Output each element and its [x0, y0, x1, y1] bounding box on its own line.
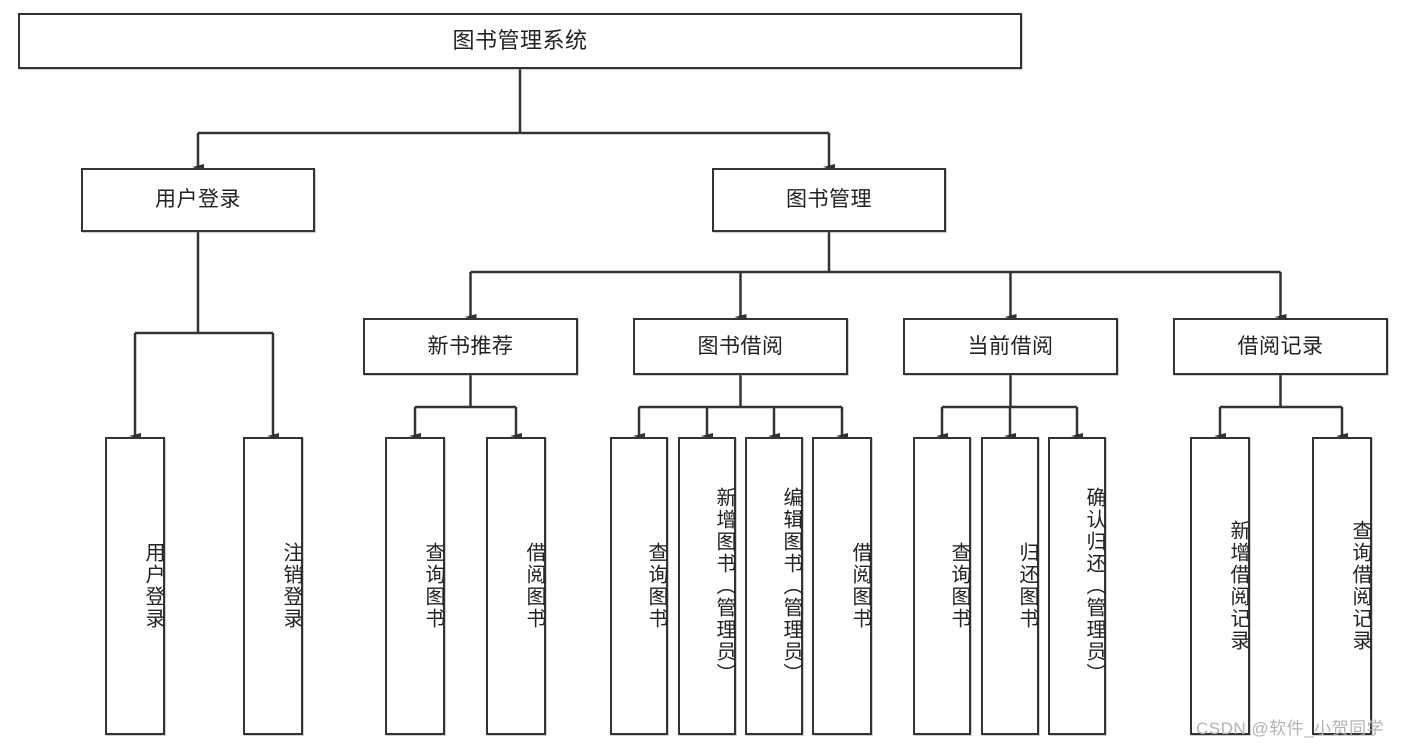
node-label: 新书推荐 — [427, 334, 514, 358]
node-leaf-bb-edit: 编辑图书（管理员） — [745, 437, 803, 735]
node-borrowrecord: 借阅记录 — [1173, 318, 1388, 375]
node-leaf-cb-query: 查询图书 — [913, 437, 971, 735]
node-login: 用户登录 — [81, 168, 315, 232]
node-leaf-bb-add: 新增图书（管理员） — [678, 437, 736, 735]
node-leaf-bb-query: 查询图书 — [610, 437, 668, 735]
node-label: 查询图书 — [422, 542, 444, 630]
csdn-watermark: CSDN @软件_小贺同学 — [1196, 719, 1385, 738]
node-leaf-cb-return: 归还图书 — [981, 437, 1039, 735]
node-label: 查询图书 — [645, 542, 667, 630]
node-label: 编辑图书（管理员） — [780, 487, 802, 685]
node-label: 新增借阅记录 — [1227, 520, 1249, 652]
node-leaf-user-logout: 注销登录 — [243, 437, 303, 735]
node-leaf-br-query: 查询借阅记录 — [1312, 437, 1372, 735]
node-leaf-bb-borrow: 借阅图书 — [812, 437, 872, 735]
node-leaf-nb-query: 查询图书 — [385, 437, 445, 735]
node-label: 图书管理系统 — [452, 27, 588, 53]
node-label: 查询图书 — [948, 542, 970, 630]
node-leaf-cb-confirm: 确认归还（管理员） — [1048, 437, 1106, 735]
node-currentborrow: 当前借阅 — [903, 318, 1118, 375]
node-label: 图书管理 — [786, 188, 872, 212]
node-label: 借阅记录 — [1237, 334, 1324, 358]
node-bookmgmt: 图书管理 — [712, 168, 946, 232]
node-label: 新增图书（管理员） — [713, 487, 735, 685]
node-label: 用户登录 — [142, 542, 164, 630]
node-newbook: 新书推荐 — [363, 318, 578, 375]
node-leaf-user-login: 用户登录 — [105, 437, 165, 735]
node-label: 借阅图书 — [523, 542, 545, 630]
node-label: 当前借阅 — [967, 334, 1054, 358]
node-label: 确认归还（管理员） — [1083, 487, 1105, 685]
node-borrowbook: 图书借阅 — [633, 318, 848, 375]
node-root: 图书管理系统 — [18, 13, 1022, 69]
node-label: 归还图书 — [1016, 542, 1038, 630]
node-label: 查询借阅记录 — [1349, 520, 1371, 652]
node-leaf-br-add: 新增借阅记录 — [1190, 437, 1250, 735]
node-label: 用户登录 — [155, 188, 241, 212]
node-label: 注销登录 — [280, 542, 302, 630]
node-label: 借阅图书 — [849, 542, 871, 630]
node-label: 图书借阅 — [697, 334, 784, 358]
node-leaf-nb-borrow: 借阅图书 — [486, 437, 546, 735]
